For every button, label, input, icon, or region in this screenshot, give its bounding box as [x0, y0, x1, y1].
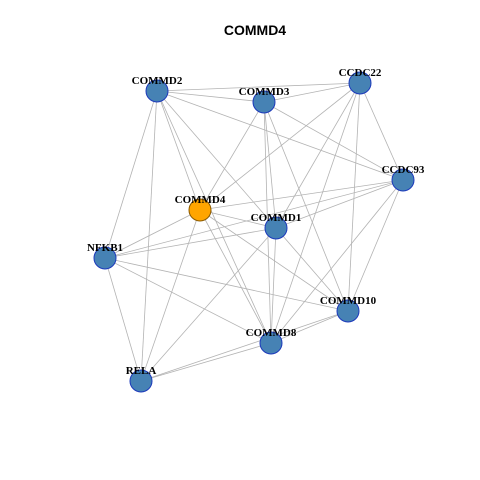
edge-commd2-ccdc93	[156, 90, 404, 181]
edge-nfkb1-commd10	[104, 257, 349, 312]
node-commd1[interactable]	[264, 216, 288, 240]
node-rela[interactable]	[129, 369, 153, 393]
edge-commd4-commd1	[199, 209, 277, 229]
node-commd2[interactable]	[145, 79, 169, 103]
node-label-rela: RELA	[126, 365, 157, 377]
edge-commd3-commd4	[199, 101, 265, 211]
edge-ccdc93-commd8	[270, 179, 404, 344]
node-commd4[interactable]	[188, 198, 212, 222]
node-label-commd2: COMMD2	[132, 75, 183, 87]
edge-commd2-commd8	[156, 90, 272, 344]
edge-ccdc22-commd1	[275, 82, 361, 229]
edge-ccdc93-nfkb1	[104, 179, 404, 259]
edge-nfkb1-rela	[104, 257, 142, 382]
edge-ccdc93-commd1	[275, 179, 404, 229]
edge-commd8-rela	[140, 342, 272, 382]
node-label-commd8: COMMD8	[246, 327, 297, 339]
node-ccdc93[interactable]	[391, 168, 415, 192]
node-label-commd10: COMMD10	[320, 295, 377, 307]
edge-commd1-rela	[140, 227, 277, 382]
edge-commd4-rela	[140, 209, 201, 382]
edge-commd10-rela	[140, 310, 349, 382]
node-commd8[interactable]	[259, 331, 283, 355]
node-nfkb1[interactable]	[93, 246, 117, 270]
node-label-ccdc22: CCDC22	[339, 67, 382, 79]
edge-commd3-ccdc93	[263, 101, 404, 181]
node-ccdc22[interactable]	[348, 71, 372, 95]
edge-commd1-nfkb1	[104, 227, 277, 259]
edge-nfkb1-commd8	[104, 257, 272, 344]
edge-commd10-commd8	[270, 310, 349, 344]
node-label-nfkb1: NFKB1	[87, 242, 123, 254]
node-label-commd3: COMMD3	[239, 86, 290, 98]
node-commd10[interactable]	[336, 299, 360, 323]
edge-commd2-ccdc22	[156, 82, 361, 92]
edge-commd4-nfkb1	[104, 209, 201, 259]
edge-ccdc22-ccdc93	[359, 82, 404, 181]
node-label-commd4: COMMD4	[175, 194, 226, 206]
edge-commd2-nfkb1	[104, 90, 158, 259]
edge-commd4-commd8	[199, 209, 272, 344]
edge-commd4-commd10	[199, 209, 349, 312]
edge-commd2-commd3	[156, 90, 265, 103]
edge-ccdc22-commd10	[347, 82, 361, 312]
edge-commd3-ccdc22	[263, 82, 361, 103]
edge-ccdc22-commd4	[199, 82, 361, 211]
diagram-title: COMMD4	[224, 22, 286, 38]
edge-commd2-commd4	[156, 90, 201, 211]
edge-commd3-commd1	[263, 101, 277, 229]
edge-commd3-commd10	[263, 101, 349, 312]
node-commd3[interactable]	[252, 90, 276, 114]
edge-commd1-commd10	[275, 227, 349, 312]
edge-ccdc93-commd10	[347, 179, 404, 312]
edge-ccdc93-commd4	[199, 179, 404, 211]
node-layer	[93, 71, 415, 393]
edge-commd2-commd1	[156, 90, 277, 229]
edge-commd1-commd8	[270, 227, 277, 344]
node-label-ccdc93: CCDC93	[382, 164, 425, 176]
node-label-commd1: COMMD1	[251, 212, 302, 224]
